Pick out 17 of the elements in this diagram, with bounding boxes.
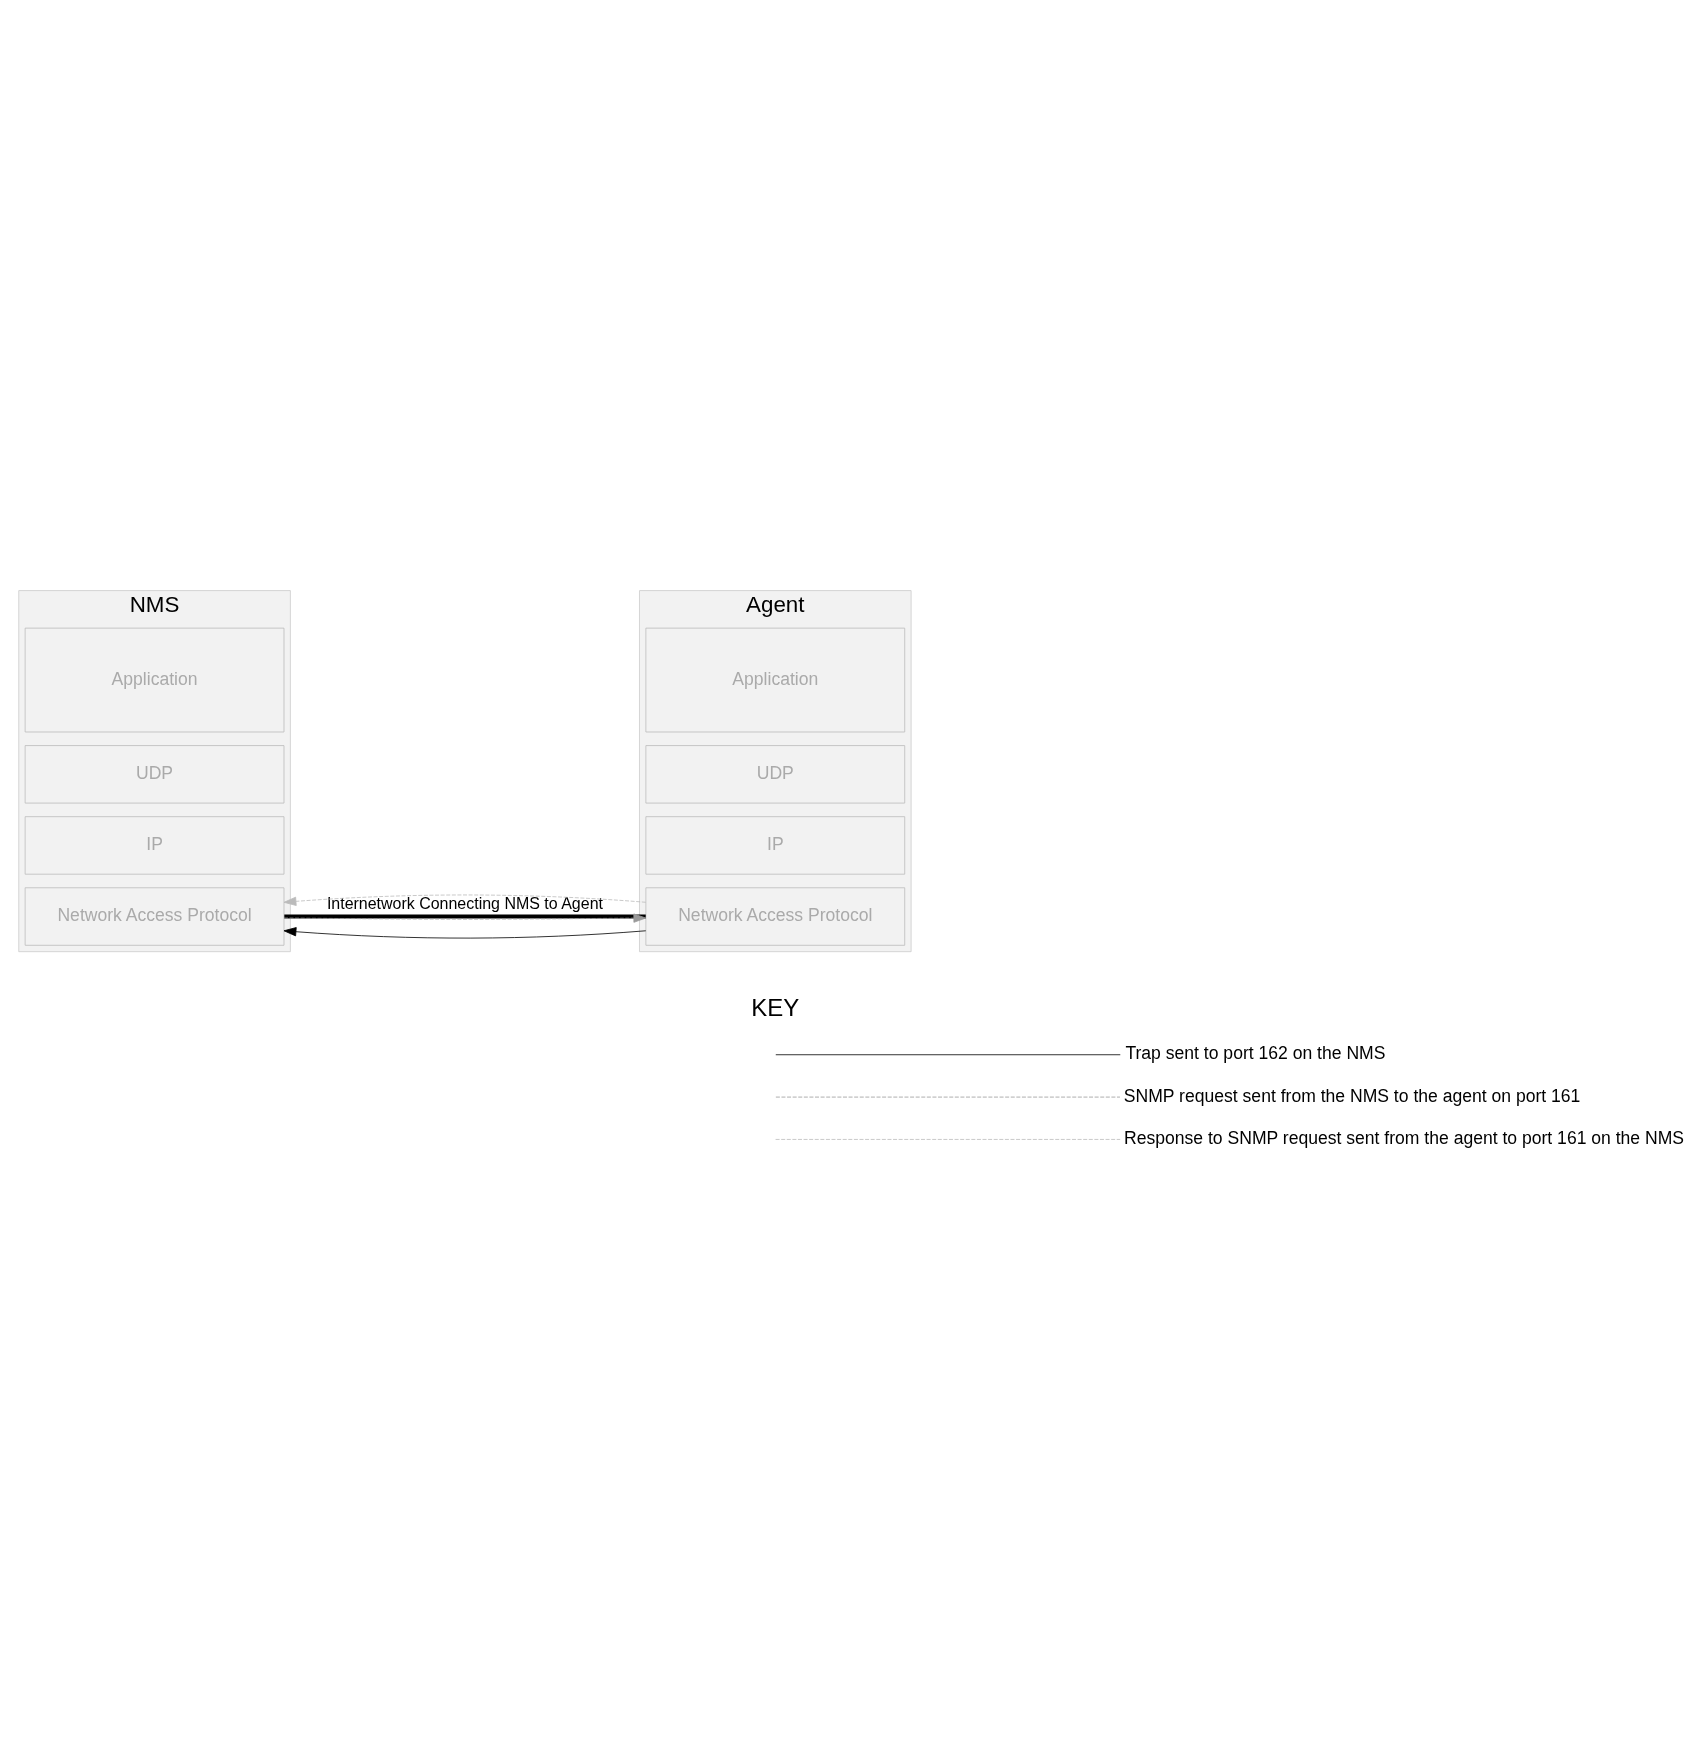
edge-label: Internetwork Connecting NMS to Agent	[326, 895, 603, 913]
node-box: Network Access Protocol	[24, 887, 285, 946]
arrow	[283, 913, 647, 923]
node-box: UDP	[24, 745, 285, 804]
legend-label: Trap sent to port 162 on the NMS	[1125, 1043, 1386, 1064]
arrow	[283, 927, 647, 939]
connector	[284, 914, 646, 919]
node-box: IP	[645, 816, 906, 875]
node-box: Application	[645, 627, 906, 733]
node-box: Application	[24, 627, 285, 733]
legend-label: SNMP request sent from the NMS to the agent on port 161	[1123, 1085, 1581, 1106]
node-box: Network Access Protocol	[645, 887, 906, 946]
node-box: IP	[24, 816, 285, 875]
node-box: UDP	[645, 745, 906, 804]
label: KEY	[751, 994, 800, 1022]
arrow	[283, 894, 647, 906]
legend-label: Response to SNMP request sent from the agent to port 161 on the NMS	[1124, 1127, 1685, 1148]
